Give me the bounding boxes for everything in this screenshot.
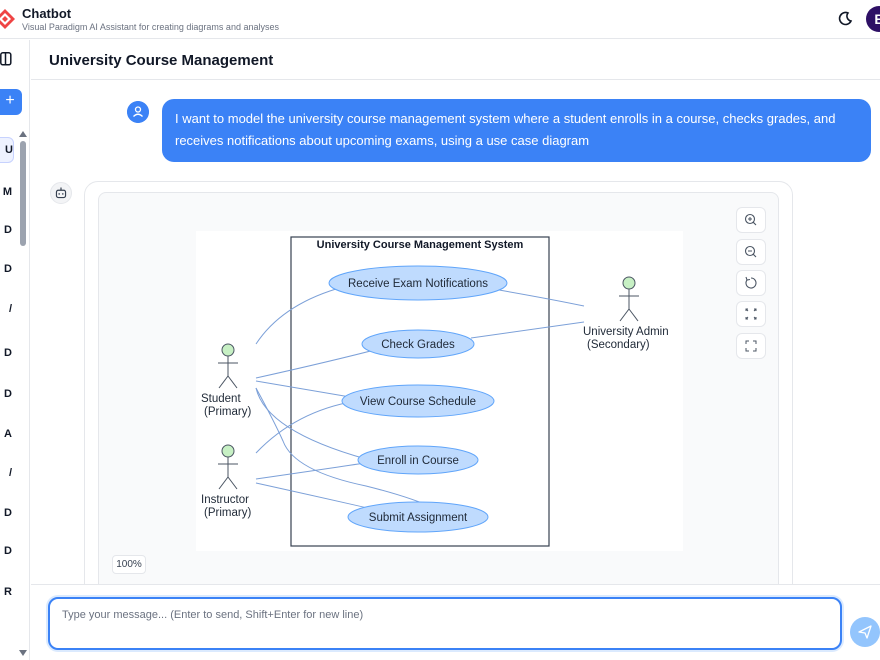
actor-student[interactable] [218,343,238,389]
actor-label: University Admin [583,326,669,338]
sidebar-item[interactable]: M [2,186,12,198]
sidebar-toggle-icon[interactable] [0,52,12,66]
use-case[interactable]: Enroll in Course [357,445,479,475]
send-button[interactable] [850,617,880,647]
sidebar-item[interactable]: D [4,224,12,236]
zoom-out-button[interactable] [736,239,766,265]
sidebar-item[interactable]: A [4,428,12,440]
use-case-label: Submit Assignment [369,512,468,524]
sidebar-item[interactable]: U [0,137,14,163]
scroll-down-arrow[interactable] [19,650,27,656]
actor-university-admin[interactable] [619,276,639,322]
zoom-out-icon [744,245,757,258]
sidebar: + U M D D / D D A / D D R [0,40,30,660]
reset-icon [745,276,757,289]
fit-icon [745,308,757,320]
send-icon [858,625,872,639]
zoom-level: 100% [112,555,146,574]
use-case-label: Receive Exam Notifications [348,278,488,290]
actor-label: (Secondary) [587,339,650,351]
system-title: University Course Management System [317,239,524,251]
use-case-label: Check Grades [381,339,455,351]
sidebar-item[interactable]: D [4,388,12,400]
input-area [31,584,880,660]
use-case-diagram[interactable]: University Course Management System [196,231,683,551]
fullscreen-icon [745,340,757,352]
actor-label: (Primary) [204,406,251,418]
actor-label: Instructor [201,494,249,506]
fullscreen-button[interactable] [736,333,766,359]
message-input[interactable] [48,597,842,650]
use-case[interactable]: Submit Assignment [347,501,489,533]
actor-label: Student [201,393,241,405]
sidebar-item[interactable]: / [8,303,12,315]
moon-icon[interactable] [838,10,854,26]
sidebar-item[interactable]: R [4,586,12,598]
sidebar-item[interactable]: D [4,545,12,557]
sidebar-scrollbar[interactable] [20,141,26,246]
app-header: Chatbot Visual Paradigm AI Assistant for… [0,0,880,39]
conversation-title: University Course Management [49,52,274,69]
zoom-in-icon [744,213,757,226]
use-case[interactable]: View Course Schedule [341,384,495,418]
bot-message: University Course Management System [84,181,793,584]
use-case[interactable]: Check Grades [361,329,475,359]
bot-icon [50,182,72,204]
app-title: Chatbot [22,6,72,21]
system-boundary [290,236,550,547]
reset-view-button[interactable] [736,270,766,296]
sidebar-item[interactable]: / [8,467,12,479]
plus-icon: + [5,92,15,109]
user-avatar[interactable]: E [866,6,880,32]
new-chat-button[interactable]: + [0,89,22,115]
sidebar-item[interactable]: D [4,347,12,359]
use-case[interactable]: Receive Exam Notifications [328,265,508,301]
user-icon [127,101,149,123]
use-case-label: Enroll in Course [377,455,459,467]
sidebar-item[interactable]: D [4,507,12,519]
use-case-label: View Course Schedule [360,396,476,408]
diagram-viewer: University Course Management System [98,192,779,584]
app-logo [0,9,15,29]
actor-instructor[interactable] [218,444,238,490]
message-list: I want to model the university course ma… [31,81,880,584]
conversation-header: University Course Management [31,40,880,80]
scroll-up-arrow[interactable] [19,131,27,137]
user-message: I want to model the university course ma… [162,99,871,162]
actor-label: (Primary) [204,507,251,519]
app-subtitle: Visual Paradigm AI Assistant for creatin… [22,22,279,32]
zoom-in-button[interactable] [736,207,766,233]
sidebar-item[interactable]: D [4,263,12,275]
fit-view-button[interactable] [736,301,766,327]
